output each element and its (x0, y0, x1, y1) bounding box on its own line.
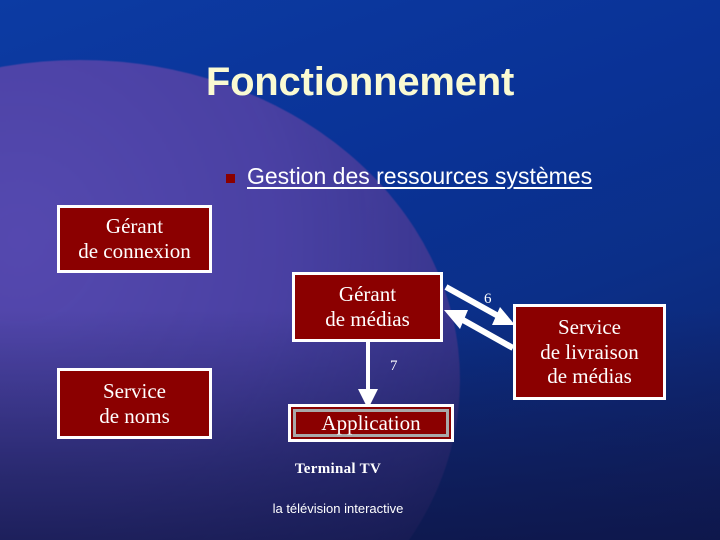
connector-label-6: 6 (484, 291, 492, 307)
node-line: Service (103, 378, 166, 403)
node-line: de médias (547, 364, 632, 389)
node-line: Gérant (338, 282, 397, 307)
node-line: de noms (99, 403, 170, 428)
slide-title: Fonctionnement (205, 60, 515, 104)
bullet-text: Gestion des ressources systèmes (247, 163, 593, 189)
caption-terminal-tv: Terminal TV (294, 461, 382, 477)
connector-6 (444, 284, 515, 351)
square-bullet-icon (226, 173, 235, 183)
connector-label-7: 7 (390, 358, 398, 374)
node-line: Service (558, 314, 621, 339)
node-gerant-de-connexion[interactable]: Gérant de connexion (57, 205, 212, 273)
node-line: de médias (325, 307, 410, 331)
node-service-de-noms[interactable]: Service de noms (57, 368, 212, 439)
node-line: de connexion (78, 239, 191, 263)
node-service-de-livraison-de-medias[interactable]: Service de livraison de médias (513, 304, 666, 400)
bullet-row: Gestion des ressources systèmes (226, 163, 592, 189)
connector-7 (358, 342, 378, 409)
node-line: Gérant (105, 214, 164, 239)
node-line: de livraison (540, 339, 639, 364)
node-line: Application (321, 410, 421, 435)
node-application[interactable]: Application (288, 404, 454, 442)
node-gerant-de-medias[interactable]: Gérant de médias (292, 272, 443, 342)
caption-tagline: la télévision interactive (272, 501, 404, 516)
